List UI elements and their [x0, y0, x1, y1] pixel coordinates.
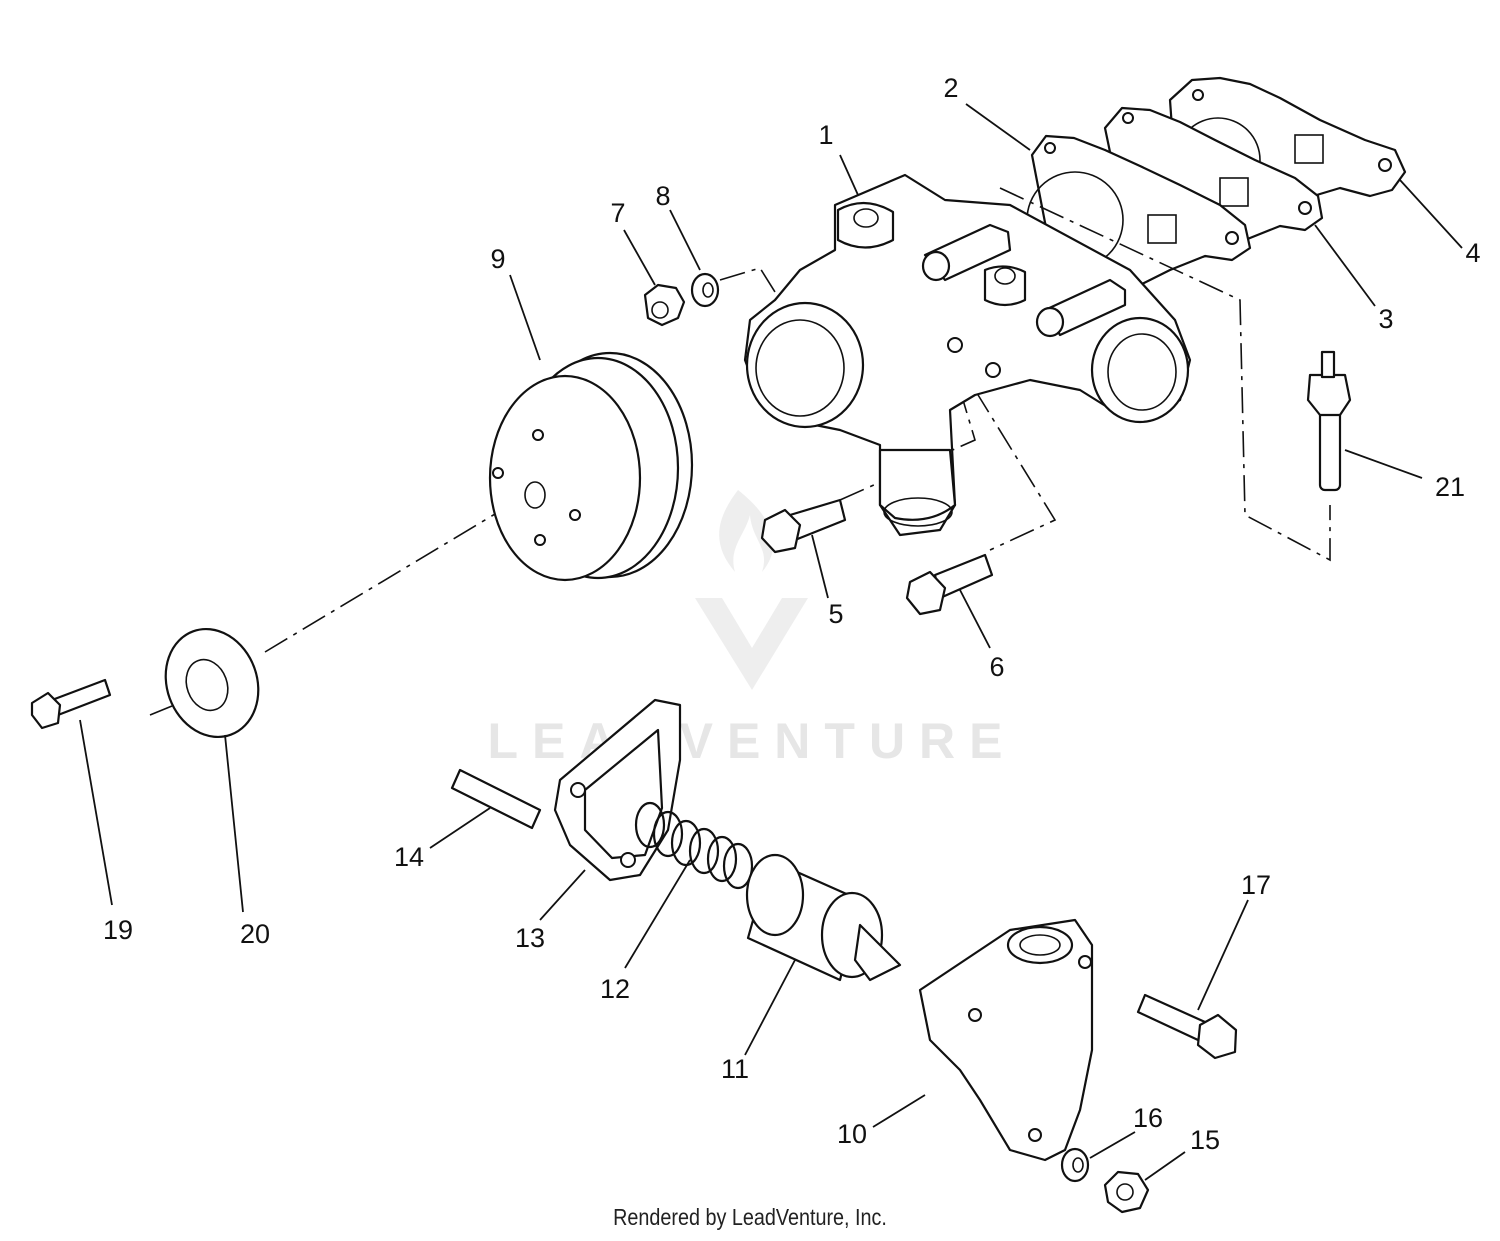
callout-13: 13: [515, 923, 545, 953]
lock-washer-8: [690, 272, 720, 308]
callout-17: 17: [1241, 870, 1271, 900]
water-pump-housing: [743, 173, 1192, 537]
footer-credit: Rendered by LeadVenture, Inc.: [613, 1204, 887, 1230]
callout-9: 9: [490, 244, 505, 274]
sender-21: [1306, 350, 1352, 492]
thermostat-11: [745, 853, 902, 982]
bolt-19: [30, 678, 112, 730]
watermark-text: LEADVENTURE: [487, 713, 1016, 769]
callout-19: 19: [103, 915, 133, 945]
callout-7: 7: [610, 198, 625, 228]
callout-10: 10: [837, 1119, 867, 1149]
stud-14: [450, 768, 542, 830]
pulley-9: [488, 351, 694, 582]
nut-15: [1103, 1170, 1150, 1214]
leader-lines: [79, 103, 1463, 1181]
callout-20: 20: [240, 919, 270, 949]
callout-21: 21: [1435, 472, 1465, 502]
callout-5: 5: [828, 599, 843, 629]
callout-4: 4: [1465, 238, 1480, 268]
thermostat-gasket-13: [553, 698, 682, 882]
callout-6: 6: [989, 652, 1004, 682]
callout-2: 2: [943, 73, 958, 103]
callout-11: 11: [721, 1054, 749, 1084]
callout-12: 12: [600, 974, 630, 1004]
bolt-6: [905, 553, 994, 616]
nut-7: [643, 283, 686, 327]
lock-washer-16: [1060, 1147, 1090, 1183]
callout-8: 8: [655, 181, 670, 211]
callout-3: 3: [1378, 304, 1393, 334]
thermostat-housing-10: [918, 918, 1094, 1162]
watermark-logo: [695, 490, 808, 690]
hub-flange-20: [164, 627, 260, 739]
callout-16: 16: [1133, 1103, 1163, 1133]
callout-15: 15: [1190, 1125, 1220, 1155]
callout-14: 14: [394, 842, 424, 872]
bolt-17: [1136, 993, 1238, 1060]
callout-1: 1: [818, 120, 833, 150]
spring-12: [634, 801, 754, 890]
bolt-5: [760, 498, 847, 554]
